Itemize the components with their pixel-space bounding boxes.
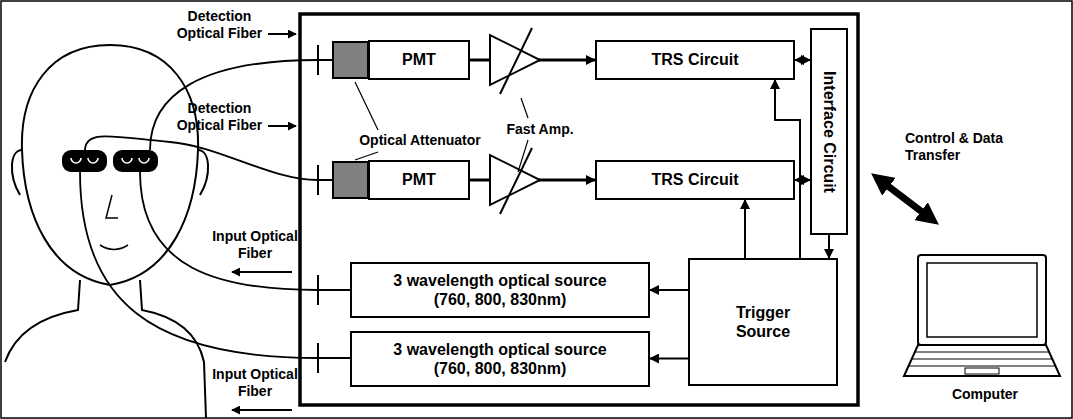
detector-box: PMT (368, 160, 470, 200)
box-text: PMT (402, 50, 436, 69)
fiber-connector (318, 45, 350, 373)
probe-holder (113, 150, 158, 172)
ear (12, 150, 22, 195)
light-source-box: 3 wavelength optical source (760, 800, 8… (350, 331, 650, 387)
signal-connector (744, 200, 746, 258)
direction-arrow (232, 409, 292, 411)
box-text: Interface Circuit (819, 71, 838, 193)
leader-line (355, 82, 528, 172)
optical-fiber (80, 60, 318, 358)
circuit-box: TRS Circuit (595, 40, 795, 80)
direction-arrow (232, 271, 292, 273)
detector-box: PMT (368, 40, 470, 80)
box-text: 3 wavelength optical source (760, 800, 8… (385, 271, 615, 309)
data-transfer-arrow (880, 180, 930, 218)
neck-shoulder (5, 280, 80, 362)
box-text: TRS Circuit (651, 50, 738, 69)
probe-holder (62, 150, 107, 172)
box-text: PMT (402, 170, 436, 189)
box-text: Trigger Source (723, 303, 803, 341)
box-text: 3 wavelength optical source (760, 800, 8… (385, 340, 615, 378)
head-illustration (5, 45, 208, 418)
optode (71, 158, 149, 163)
circuit-box: TRS Circuit (595, 160, 795, 200)
direction-arrow (268, 125, 296, 127)
interface-box: Interface Circuit (810, 28, 848, 235)
detection-fiber (150, 60, 318, 150)
direction-arrow (268, 33, 296, 35)
head-outline (22, 45, 198, 285)
instrument-housing (300, 14, 858, 405)
fiber-label: Input Optical Fiber (210, 228, 300, 262)
signal-connector (828, 235, 830, 258)
input-fiber (140, 172, 318, 290)
light-source-box: 3 wavelength optical source (760, 800, 8… (350, 262, 650, 318)
ear (198, 150, 208, 195)
signal-connector (795, 59, 810, 61)
trigger-box: Trigger Source (688, 258, 838, 386)
neck-shoulder (140, 280, 206, 418)
nose (106, 195, 118, 218)
link-label: Control & Data Transfer (905, 130, 1045, 164)
device-label: Computer (930, 386, 1040, 403)
probe (62, 150, 158, 172)
part-label: Fast Amp. (500, 121, 580, 138)
fiber-label: Input Optical Fiber (210, 366, 300, 400)
signal-connector (795, 179, 810, 181)
fiber-label: Detection Optical Fiber (172, 8, 267, 42)
laptop-illustration (904, 255, 1060, 376)
mouth (100, 245, 128, 250)
input-fiber (80, 172, 318, 358)
optical-attenuator (333, 162, 368, 198)
detection-fiber (85, 136, 318, 180)
direction-arrow (232, 34, 296, 410)
optical-attenuator (333, 42, 368, 78)
box-text: TRS Circuit (651, 170, 738, 189)
signal-connector (650, 358, 688, 360)
signal-connector (650, 289, 688, 291)
part-label: Optical Attenuator (345, 132, 495, 149)
fiber-label: Detection Optical Fiber (172, 100, 267, 134)
